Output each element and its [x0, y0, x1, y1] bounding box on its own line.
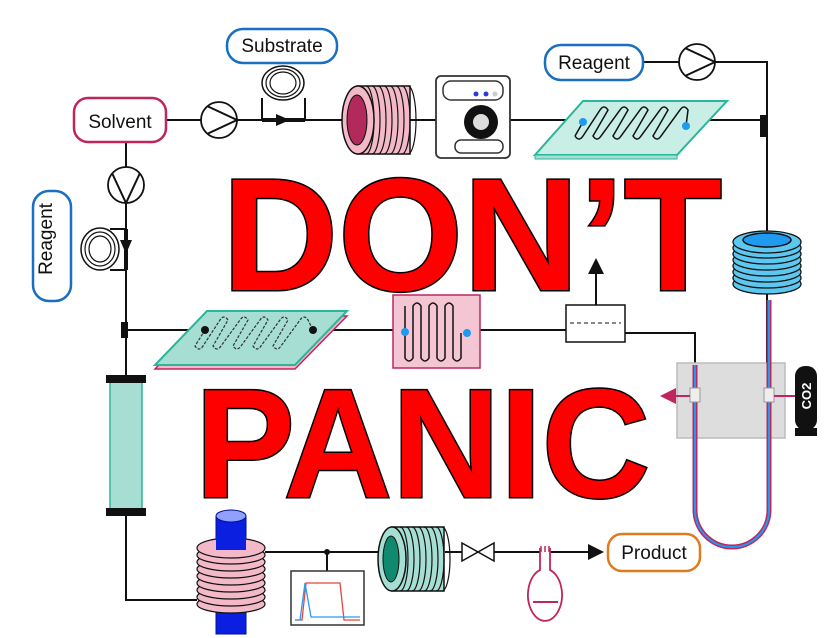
co2-text: CO2 — [799, 383, 814, 410]
solvent-text: Solvent — [88, 112, 152, 133]
solvent-label: Solvent — [72, 96, 168, 144]
microreactor-chip-icon — [152, 310, 350, 370]
substrate-label: Substrate — [225, 27, 339, 65]
reagent-left-label: Reagent — [31, 189, 73, 303]
product-label: Product — [606, 532, 702, 573]
green-coil-reactor-icon — [377, 526, 451, 592]
microreactor-chip-icon — [532, 100, 730, 160]
reagent-top-label: Reagent — [543, 43, 645, 82]
collection-flask-icon — [527, 546, 563, 622]
pink-coil-reactor-icon — [341, 85, 417, 155]
headline-panic: PANIC — [195, 357, 650, 530]
back-pressure-valve-icon — [461, 541, 495, 563]
headline-dont: DON’T — [222, 145, 722, 324]
reagent-left-text: Reagent — [36, 202, 57, 275]
pump-icon — [107, 166, 145, 206]
pump-icon — [678, 43, 718, 81]
blue-coil-reactor-icon — [732, 230, 802, 295]
detector-trace-icon — [290, 570, 365, 626]
co2-cylinder-icon: CO2 — [795, 366, 817, 436]
pump-icon — [200, 101, 240, 139]
packed-column-icon — [106, 375, 146, 516]
gas-permeable-reactor-icon — [660, 300, 795, 550]
product-text: Product — [621, 543, 687, 564]
pink-chip-mixer-icon — [392, 294, 481, 369]
heated-column-icon — [196, 509, 266, 635]
substrate-text: Substrate — [241, 36, 322, 57]
reagent-top-text: Reagent — [558, 53, 631, 74]
separator-box-icon — [565, 304, 626, 343]
sample-loop-icon — [261, 65, 306, 126]
sample-loop-icon — [80, 227, 132, 271]
photoreactor-device-icon — [435, 75, 511, 159]
